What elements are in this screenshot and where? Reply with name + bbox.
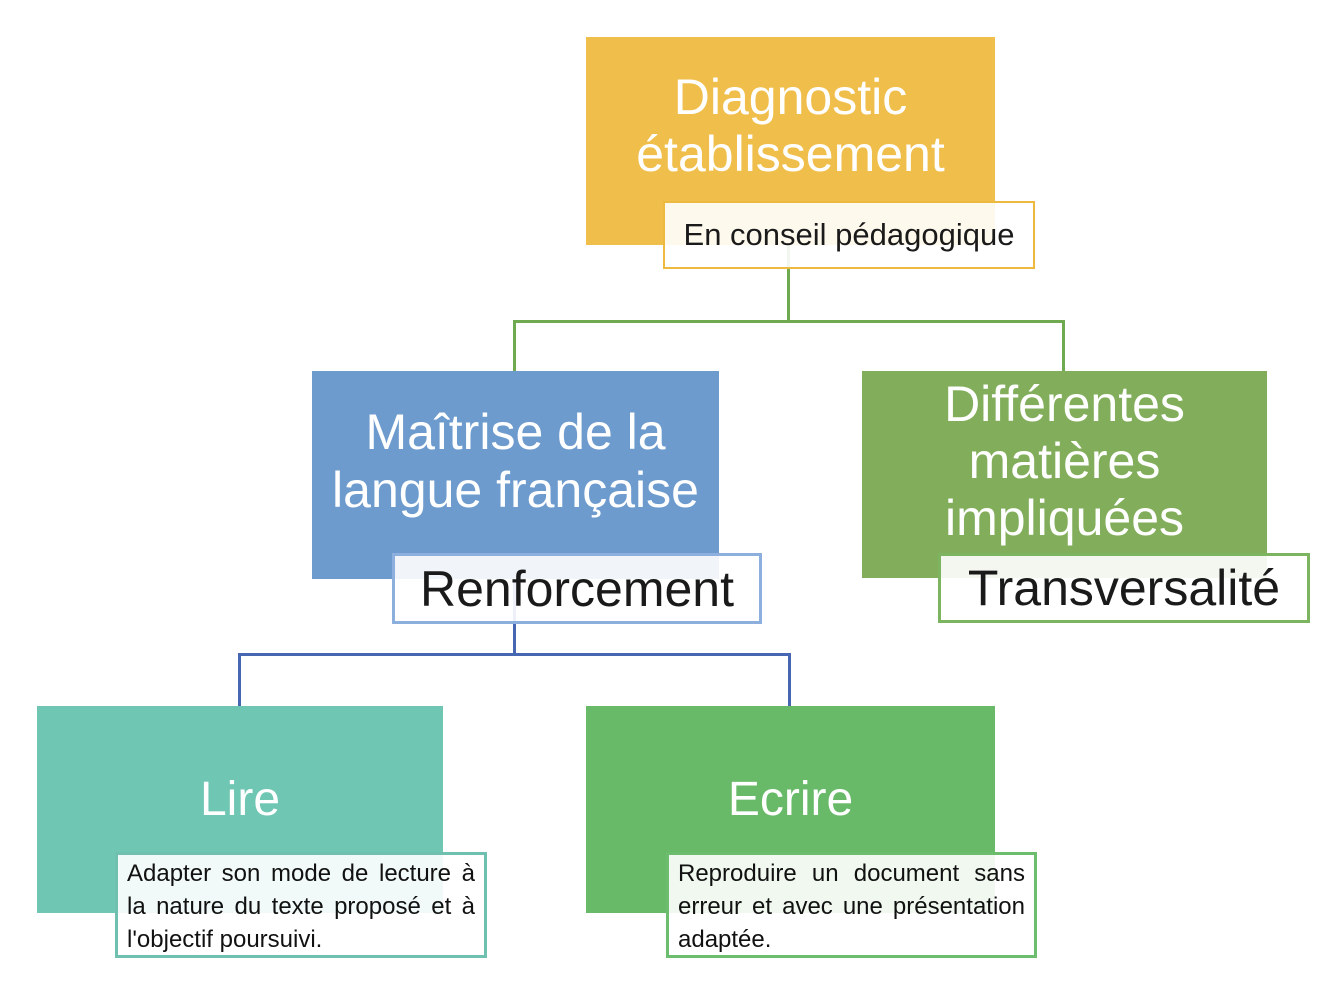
connector-level2-drop-right	[788, 653, 791, 707]
connector-level1-drop-right	[1062, 320, 1065, 373]
node-maitrise-box: Maîtrise de la langue française	[312, 371, 719, 579]
node-ecrire-title: Ecrire	[727, 772, 854, 826]
node-matieres-title: Différentes matières impliquées	[944, 376, 1185, 546]
connector-level1-horizontal	[513, 320, 1065, 323]
connector-level2-drop-left	[238, 653, 241, 707]
node-maitrise-tag-label: Renforcement	[419, 560, 735, 617]
node-maitrise-title: Maîtrise de la langue française	[332, 404, 699, 518]
connector-level2-horizontal	[238, 653, 791, 656]
node-ecrire-caption: Reproduire un document sans erreur et av…	[666, 852, 1037, 958]
node-root-tag: En conseil pédagogique	[663, 201, 1035, 269]
node-root-title: Diagnostic établissement	[636, 69, 945, 182]
node-matieres-tag-label: Transversalité	[967, 560, 1281, 616]
node-maitrise-tag: Renforcement	[392, 553, 762, 624]
node-matieres-tag: Transversalité	[938, 553, 1310, 623]
node-lire-title: Lire	[199, 772, 281, 826]
node-lire-caption: Adapter son mode de lecture à la nature …	[115, 852, 487, 958]
node-matieres-box: Différentes matières impliquées	[862, 371, 1267, 578]
connector-root-stem	[787, 230, 790, 323]
node-root-tag-label: En conseil pédagogique	[683, 217, 1015, 252]
connector-level1-drop-left	[513, 320, 516, 373]
